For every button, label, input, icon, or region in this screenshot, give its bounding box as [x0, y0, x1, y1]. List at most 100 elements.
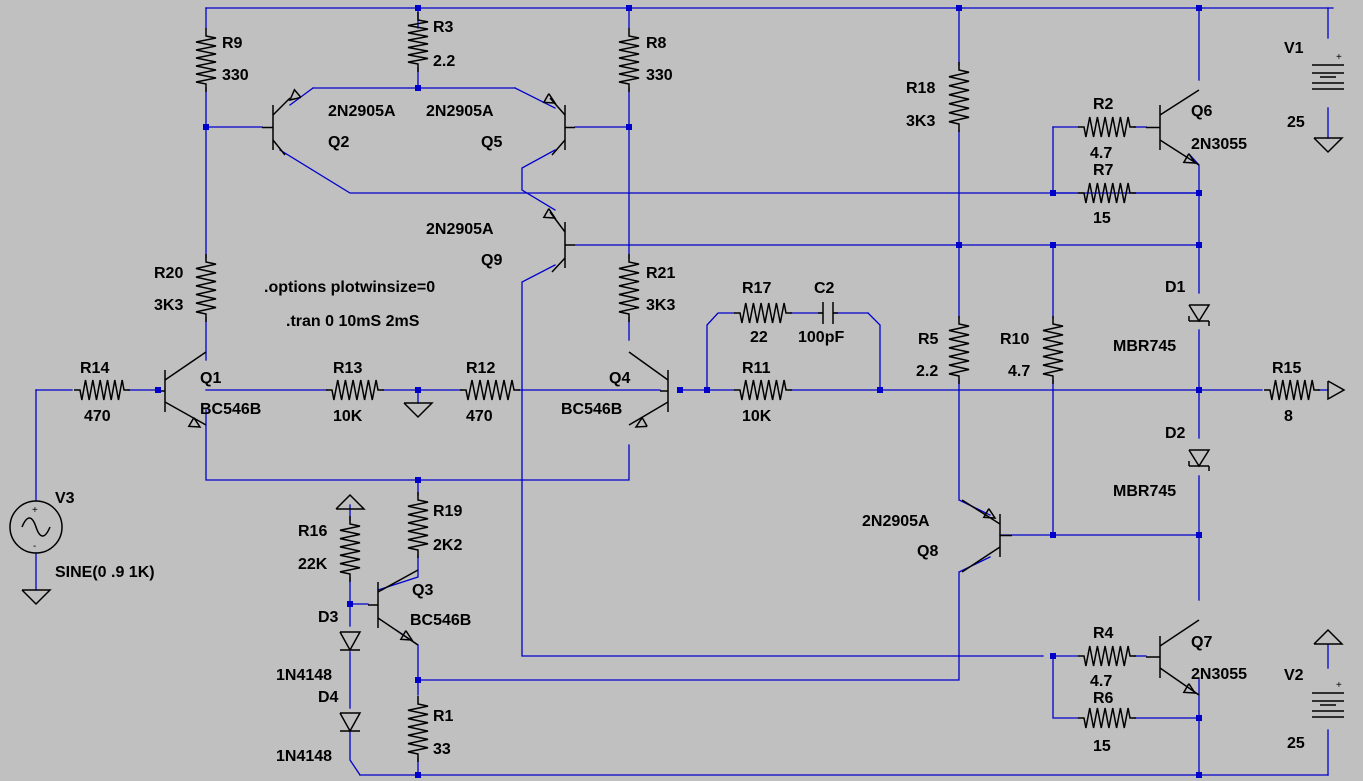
r21-resistor[interactable]	[618, 254, 640, 322]
supply-flag-icon[interactable]	[1313, 628, 1344, 645]
q8-transistor[interactable]	[961, 499, 1012, 573]
v2-battery[interactable]: +	[1312, 680, 1344, 718]
r7-resistor[interactable]	[1078, 182, 1136, 204]
r12-resistor[interactable]	[460, 379, 520, 401]
v3-name: V3	[55, 490, 75, 507]
q4-transistor[interactable]	[628, 351, 669, 426]
junction-dot	[956, 5, 962, 11]
junction-dot	[1196, 715, 1202, 721]
wires	[35, 7, 1334, 776]
junction-dot	[347, 601, 353, 607]
r18-value: 3K3	[906, 113, 935, 130]
r2-resistor[interactable]	[1078, 116, 1136, 138]
r4-value: 4.7	[1090, 673, 1112, 690]
junction-dot	[1196, 190, 1202, 196]
svg-text:+: +	[32, 505, 38, 516]
q3-emitter-arrow[interactable]	[399, 630, 414, 641]
q5-emitter-arrow[interactable]	[542, 93, 557, 104]
q8-value: 2N2905A	[862, 513, 930, 530]
q7-transistor[interactable]	[1146, 619, 1200, 696]
r18-name: R18	[906, 80, 935, 97]
junction-dot	[1050, 653, 1056, 659]
junction-dot	[1050, 242, 1056, 248]
q6-name: Q6	[1191, 103, 1212, 120]
q8-name: Q8	[917, 543, 938, 560]
r20-resistor[interactable]	[195, 254, 217, 322]
q6-transistor[interactable]	[1146, 89, 1200, 166]
ground-symbol[interactable]	[1313, 137, 1344, 154]
r13-resistor[interactable]	[326, 379, 384, 401]
c2-capacitor[interactable]	[818, 302, 838, 324]
svg-text:-: -	[33, 541, 36, 552]
r9-resistor[interactable]	[195, 28, 217, 92]
d2-diode[interactable]	[1188, 449, 1211, 471]
junction-dot	[626, 124, 632, 130]
q2-value: 2N2905A	[328, 103, 396, 120]
d1-name: D1	[1165, 279, 1186, 296]
v1-value: 25	[1287, 114, 1305, 131]
tran-directive[interactable]: .tran 0 10mS 2mS	[286, 313, 420, 330]
q2-transistor[interactable]	[262, 97, 291, 156]
q9-emitter-arrow[interactable]	[542, 208, 557, 219]
r13-value: 10K	[333, 408, 363, 425]
q9-transistor[interactable]	[549, 211, 575, 273]
junction-dot	[1196, 242, 1202, 248]
q2-emitter-arrow[interactable]	[288, 88, 302, 102]
r18-resistor[interactable]	[948, 62, 970, 132]
q8-emitter-arrow[interactable]	[982, 508, 997, 519]
r5-resistor[interactable]	[948, 316, 970, 384]
v2-name: V2	[1284, 667, 1304, 684]
q4-emitter-arrow[interactable]	[634, 416, 648, 428]
junction-dot	[1196, 5, 1202, 11]
d2-name: D2	[1165, 425, 1186, 442]
output-port-icon[interactable]	[1327, 380, 1346, 401]
junction-dot	[415, 772, 421, 778]
r19-resistor[interactable]	[407, 492, 429, 558]
r16-resistor[interactable]	[339, 516, 361, 582]
junction-dot	[1196, 772, 1202, 778]
r7-name: R7	[1093, 162, 1114, 179]
q3-transistor[interactable]	[368, 569, 419, 646]
ground-symbol[interactable]	[21, 589, 52, 606]
v3-sine-source[interactable]: +-	[9, 500, 63, 554]
r21-value: 3K3	[646, 297, 675, 314]
r1-name: R1	[433, 708, 454, 725]
v1-battery[interactable]: +	[1312, 52, 1344, 90]
options-directive[interactable]: .options plotwinsize=0	[264, 279, 435, 296]
q3-value: BC546B	[410, 612, 471, 629]
q5-transistor[interactable]	[549, 97, 575, 156]
r4-resistor[interactable]	[1078, 645, 1136, 667]
junctions	[155, 5, 1202, 778]
junction-dot	[415, 5, 421, 11]
d1-diode[interactable]	[1188, 304, 1211, 326]
q1-transistor[interactable]	[158, 351, 207, 426]
r11-resistor[interactable]	[734, 379, 792, 401]
ground-symbol[interactable]	[403, 402, 434, 419]
junction-dot	[1050, 190, 1056, 196]
supply-flag-icon[interactable]	[335, 493, 366, 510]
r1-resistor[interactable]	[407, 696, 429, 762]
r14-resistor[interactable]	[74, 379, 130, 401]
junction-dot	[415, 477, 421, 483]
q6-emitter-arrow[interactable]	[1182, 153, 1197, 164]
junction-dot	[1196, 532, 1202, 538]
r20-value: 3K3	[154, 297, 183, 314]
d4-diode[interactable]	[339, 712, 362, 733]
q5-name: Q5	[481, 134, 502, 151]
q7-emitter-arrow[interactable]	[1182, 683, 1197, 694]
junction-dot	[1196, 387, 1202, 393]
d3-diode[interactable]	[339, 631, 362, 652]
r8-resistor[interactable]	[618, 28, 640, 92]
q1-value: BC546B	[200, 401, 261, 418]
r17-resistor[interactable]	[734, 302, 792, 324]
r15-resistor[interactable]	[1264, 379, 1320, 401]
r6-resistor[interactable]	[1078, 707, 1136, 729]
r3-resistor[interactable]	[407, 12, 429, 72]
r10-resistor[interactable]	[1042, 316, 1064, 384]
r5-name: R5	[918, 331, 939, 348]
r3-name: R3	[433, 19, 454, 36]
junction-dot	[155, 387, 161, 393]
q1-emitter-arrow[interactable]	[187, 417, 202, 428]
svg-text:+: +	[1336, 680, 1342, 691]
junction-dot	[677, 387, 683, 393]
